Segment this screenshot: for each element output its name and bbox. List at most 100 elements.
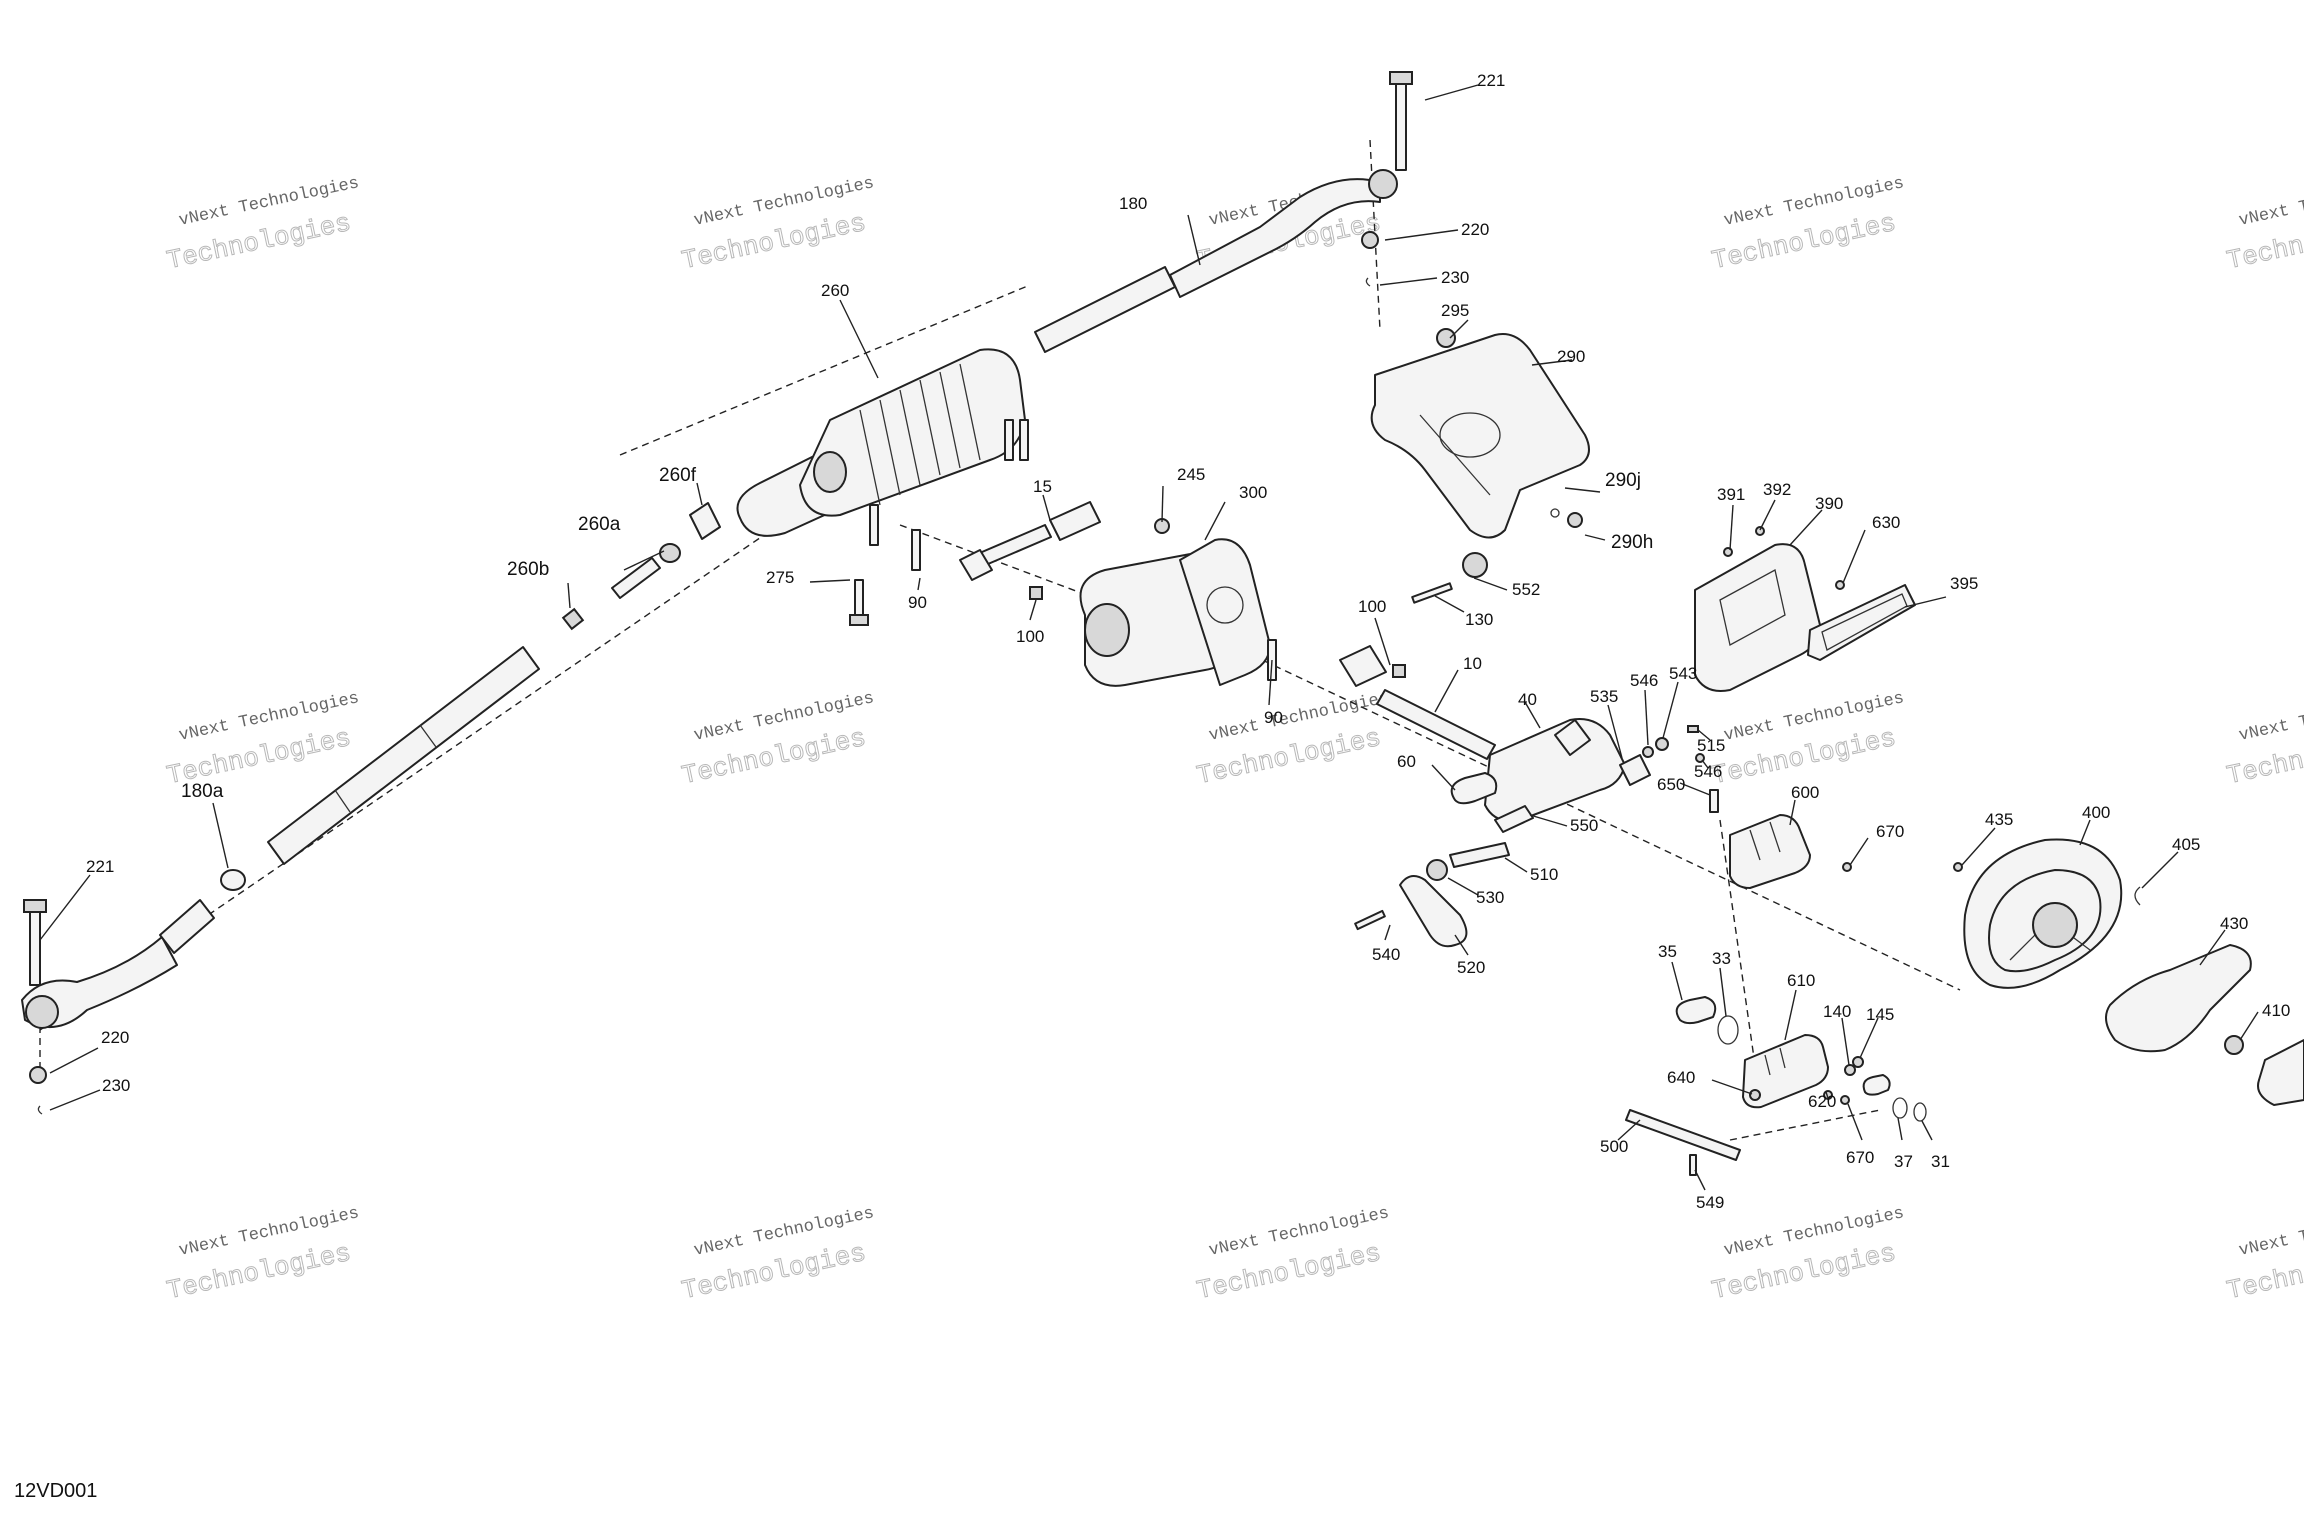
bushing-60 xyxy=(1450,772,1498,805)
callout-260: 260 xyxy=(821,281,849,300)
callout-220-top: 220 xyxy=(1461,220,1489,239)
callout-100-b: 100 xyxy=(1358,597,1386,616)
watermark-tile: Technologies vNext Technologies xyxy=(1194,1204,1391,1307)
cotter-pin-230-top xyxy=(1365,277,1371,287)
watermark-tile: Technologies vNext Technologies xyxy=(2224,1204,2304,1307)
callout-260b: 260b xyxy=(507,559,549,580)
watermark-tile: Technologies vNext Technologies xyxy=(164,1204,361,1307)
callout-40: 40 xyxy=(1518,690,1537,709)
callout-430: 430 xyxy=(2220,914,2248,933)
callout-400: 400 xyxy=(2082,803,2110,822)
watermark-tile: Technologies vNext Technologies xyxy=(2224,689,2304,792)
tie-rod-right xyxy=(1034,71,1413,353)
callout-600: 600 xyxy=(1791,783,1819,802)
column-shaft-10 xyxy=(1376,689,1496,760)
bolt-221-top xyxy=(1395,79,1407,171)
nut-100-b xyxy=(1392,664,1406,678)
callout-620: 620 xyxy=(1808,1092,1836,1111)
lock-mechanism-610 xyxy=(1625,996,1927,1176)
svg-text:vNext Technologies: vNext Technologies xyxy=(2237,1204,2304,1261)
watermark-tile: Technologies vNext Technologies xyxy=(679,174,876,277)
callout-221-left: 221 xyxy=(86,857,114,876)
intermediate-shaft-15 xyxy=(911,501,1170,600)
nut-295 xyxy=(1436,328,1456,348)
callout-630: 630 xyxy=(1872,513,1900,532)
callout-31: 31 xyxy=(1931,1152,1950,1171)
callout-33: 33 xyxy=(1712,949,1731,968)
eps-motor-endcap xyxy=(1084,603,1130,657)
watermark-tile: Technologies vNext Technologies xyxy=(679,1204,876,1307)
pin-515 xyxy=(1687,725,1699,733)
inner-tie-rod-right xyxy=(1034,266,1176,353)
callout-300: 300 xyxy=(1239,483,1267,502)
module-600 xyxy=(1729,814,1811,889)
callout-535: 535 xyxy=(1590,687,1618,706)
callout-410: 410 xyxy=(2262,1001,2290,1020)
callout-640: 640 xyxy=(1667,1068,1695,1087)
cotter-pin-230-left xyxy=(37,1105,43,1115)
figure-code: 12VD001 xyxy=(14,1480,98,1502)
bolt-90-a xyxy=(911,529,921,571)
nut-220-left xyxy=(29,1066,47,1084)
watermark-tile: Technologies vNext Technologies xyxy=(2224,174,2304,277)
callout-180a: 180a xyxy=(181,781,224,802)
callout-37: 37 xyxy=(1894,1152,1913,1171)
watermark-tile: Technologies vNext Technologies xyxy=(164,689,361,792)
watermark-tile: Technologies vNext Technologies xyxy=(679,689,876,792)
clip-550 xyxy=(1494,805,1534,833)
gear-552 xyxy=(1462,552,1488,578)
boot-clamp-260f xyxy=(689,502,721,540)
housing-390 xyxy=(1694,543,1821,692)
rack-end-cap xyxy=(813,451,847,493)
nut-220-top xyxy=(1361,231,1379,249)
callout-230-top: 230 xyxy=(1441,268,1469,287)
callout-100-a: 100 xyxy=(1016,627,1044,646)
wheel-cap xyxy=(2257,1039,2304,1106)
steering-rack-260 xyxy=(736,348,1029,626)
watermark-tile: Technologies vNext Technologies xyxy=(1709,174,1906,277)
clip-405 xyxy=(2134,886,2141,906)
callout-290h: 290h xyxy=(1611,532,1653,553)
display-housing-390 xyxy=(1694,526,1916,692)
shaft-260a xyxy=(611,557,661,599)
spring-140 xyxy=(1844,1064,1856,1076)
callout-510: 510 xyxy=(1530,865,1558,884)
nut-410 xyxy=(2224,1035,2244,1055)
power-steering-unit-300 xyxy=(1079,538,1277,687)
steering-column xyxy=(1339,645,1719,948)
callout-395: 395 xyxy=(1950,574,1978,593)
watermark-tiles: Technologies vNext Technologies Technolo… xyxy=(164,174,2304,1307)
nut-260b xyxy=(561,607,585,631)
u-joint-15-upper xyxy=(1049,501,1101,541)
callout-540: 540 xyxy=(1372,945,1400,964)
callout-405: 405 xyxy=(2172,835,2200,854)
bezel-395 xyxy=(1807,584,1916,661)
screw-549 xyxy=(1689,1154,1697,1176)
callout-15: 15 xyxy=(1033,477,1052,496)
callout-390: 390 xyxy=(1815,494,1843,513)
washer-290j xyxy=(1550,508,1560,518)
watermark-tile: Technologies vNext Technologies xyxy=(164,174,361,277)
callout-180: 180 xyxy=(1119,194,1147,213)
rack-mount-stud-3 xyxy=(869,504,879,546)
nut-100-a xyxy=(1029,586,1043,600)
callout-145: 145 xyxy=(1866,1005,1894,1024)
callout-295: 295 xyxy=(1441,301,1469,320)
steering-wheel-400 xyxy=(1953,838,2304,1106)
svg-text:vNext Technologies: vNext Technologies xyxy=(2237,174,2304,231)
screw-392 xyxy=(1755,526,1765,536)
bracket-290-body xyxy=(1370,333,1590,539)
screw-391 xyxy=(1723,547,1733,557)
clip-630 xyxy=(1835,580,1845,590)
callout-90-b: 90 xyxy=(1264,708,1283,727)
ball-joint-right xyxy=(1368,169,1398,199)
screw-435 xyxy=(1953,862,1963,872)
nut-145 xyxy=(1852,1056,1864,1068)
screw-670-b xyxy=(1840,1095,1850,1105)
callout-labels: 221 180 220 230 260 295 290 15 245 300 2… xyxy=(86,71,2290,1212)
watermark-tile: Technologies vNext Technologies xyxy=(1709,1204,1906,1307)
u-joint-15-lower xyxy=(959,549,993,581)
leader-lines xyxy=(39,84,2259,1191)
screw-670-a xyxy=(1842,862,1852,872)
